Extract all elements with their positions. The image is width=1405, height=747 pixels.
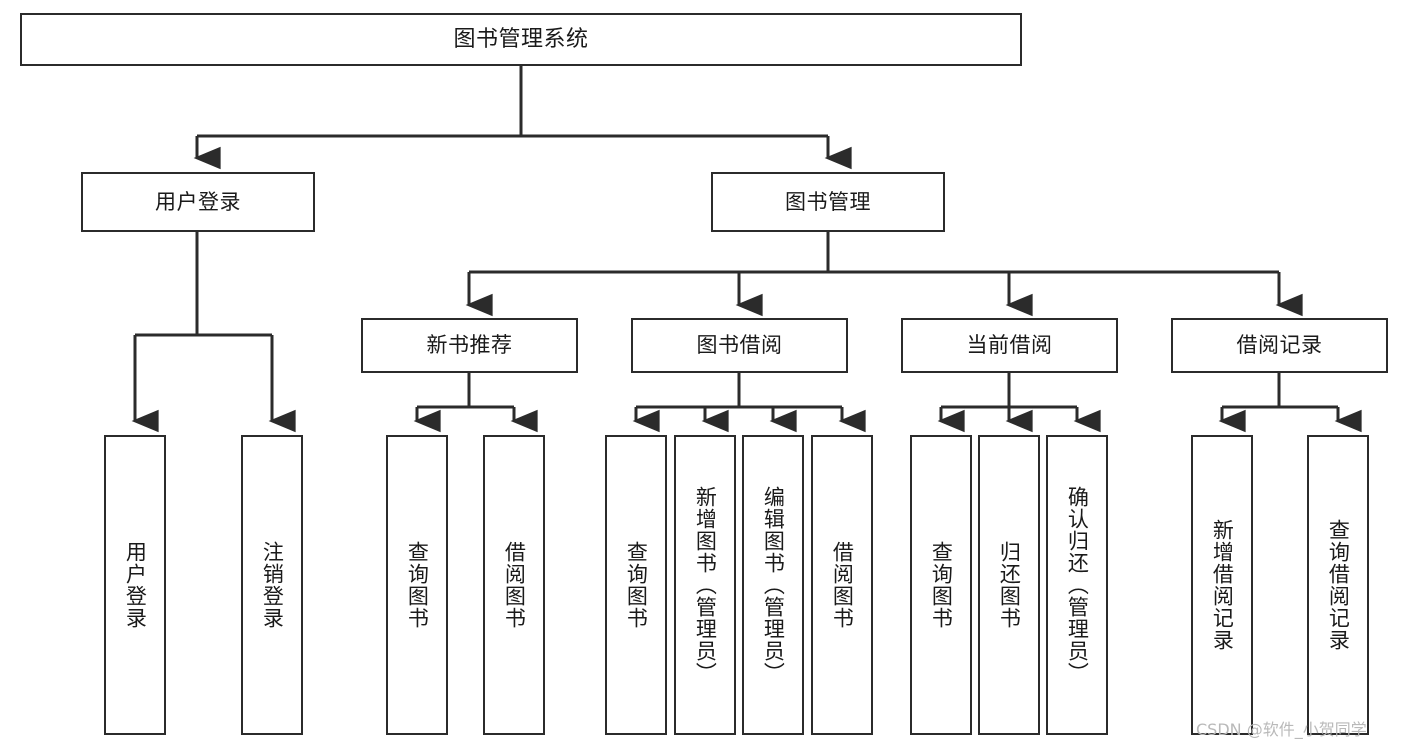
node-leaf-add-book-admin[interactable]: 新增图书（管理员） [674, 435, 736, 735]
node-leaf-add-book-admin-label: 新增图书（管理员） [693, 486, 718, 684]
node-user-login-label: 用户登录 [155, 189, 241, 214]
node-current-borrow[interactable]: 当前借阅 [901, 318, 1118, 373]
csdn-watermark: CSDN @软件_小贺同学 [1196, 720, 1367, 739]
node-leaf-query-book-current-label: 查询图书 [929, 541, 954, 629]
node-leaf-return-book[interactable]: 归还图书 [978, 435, 1040, 735]
node-leaf-query-borrow-record-label: 查询借阅记录 [1326, 519, 1351, 651]
node-leaf-edit-book-admin-label: 编辑图书（管理员） [761, 486, 786, 684]
node-current-borrow-label: 当前借阅 [966, 333, 1053, 358]
node-leaf-confirm-return-admin-label: 确认归还（管理员） [1065, 486, 1090, 684]
node-leaf-query-book-borrow[interactable]: 查询图书 [605, 435, 667, 735]
node-leaf-logout[interactable]: 注销登录 [241, 435, 303, 735]
node-leaf-add-borrow-record-label: 新增借阅记录 [1210, 519, 1235, 651]
node-leaf-borrow-book-new-label: 借阅图书 [502, 541, 527, 629]
node-leaf-query-book-new-label: 查询图书 [405, 541, 430, 629]
node-leaf-borrow-book[interactable]: 借阅图书 [811, 435, 873, 735]
node-leaf-query-borrow-record[interactable]: 查询借阅记录 [1307, 435, 1369, 735]
node-root[interactable]: 图书管理系统 [20, 13, 1022, 66]
node-user-login[interactable]: 用户登录 [81, 172, 315, 232]
node-book-borrow-label: 图书借阅 [696, 333, 783, 358]
node-new-book-recommend[interactable]: 新书推荐 [361, 318, 578, 373]
node-leaf-return-book-label: 归还图书 [997, 541, 1022, 629]
node-leaf-edit-book-admin[interactable]: 编辑图书（管理员） [742, 435, 804, 735]
node-book-management-label: 图书管理 [785, 189, 871, 214]
node-leaf-query-book-borrow-label: 查询图书 [624, 541, 649, 629]
node-leaf-user-login[interactable]: 用户登录 [104, 435, 166, 735]
node-leaf-add-borrow-record[interactable]: 新增借阅记录 [1191, 435, 1253, 735]
node-borrow-record[interactable]: 借阅记录 [1171, 318, 1388, 373]
node-leaf-borrow-book-label: 借阅图书 [830, 541, 855, 629]
node-leaf-confirm-return-admin[interactable]: 确认归还（管理员） [1046, 435, 1108, 735]
node-book-management[interactable]: 图书管理 [711, 172, 945, 232]
node-leaf-user-login-label: 用户登录 [123, 541, 148, 629]
node-leaf-logout-label: 注销登录 [260, 541, 285, 629]
node-borrow-record-label: 借阅记录 [1236, 333, 1323, 358]
node-leaf-query-book-new[interactable]: 查询图书 [386, 435, 448, 735]
node-root-label: 图书管理系统 [453, 26, 589, 52]
node-book-borrow[interactable]: 图书借阅 [631, 318, 848, 373]
node-new-book-recommend-label: 新书推荐 [426, 333, 513, 358]
node-leaf-borrow-book-new[interactable]: 借阅图书 [483, 435, 545, 735]
node-leaf-query-book-current[interactable]: 查询图书 [910, 435, 972, 735]
